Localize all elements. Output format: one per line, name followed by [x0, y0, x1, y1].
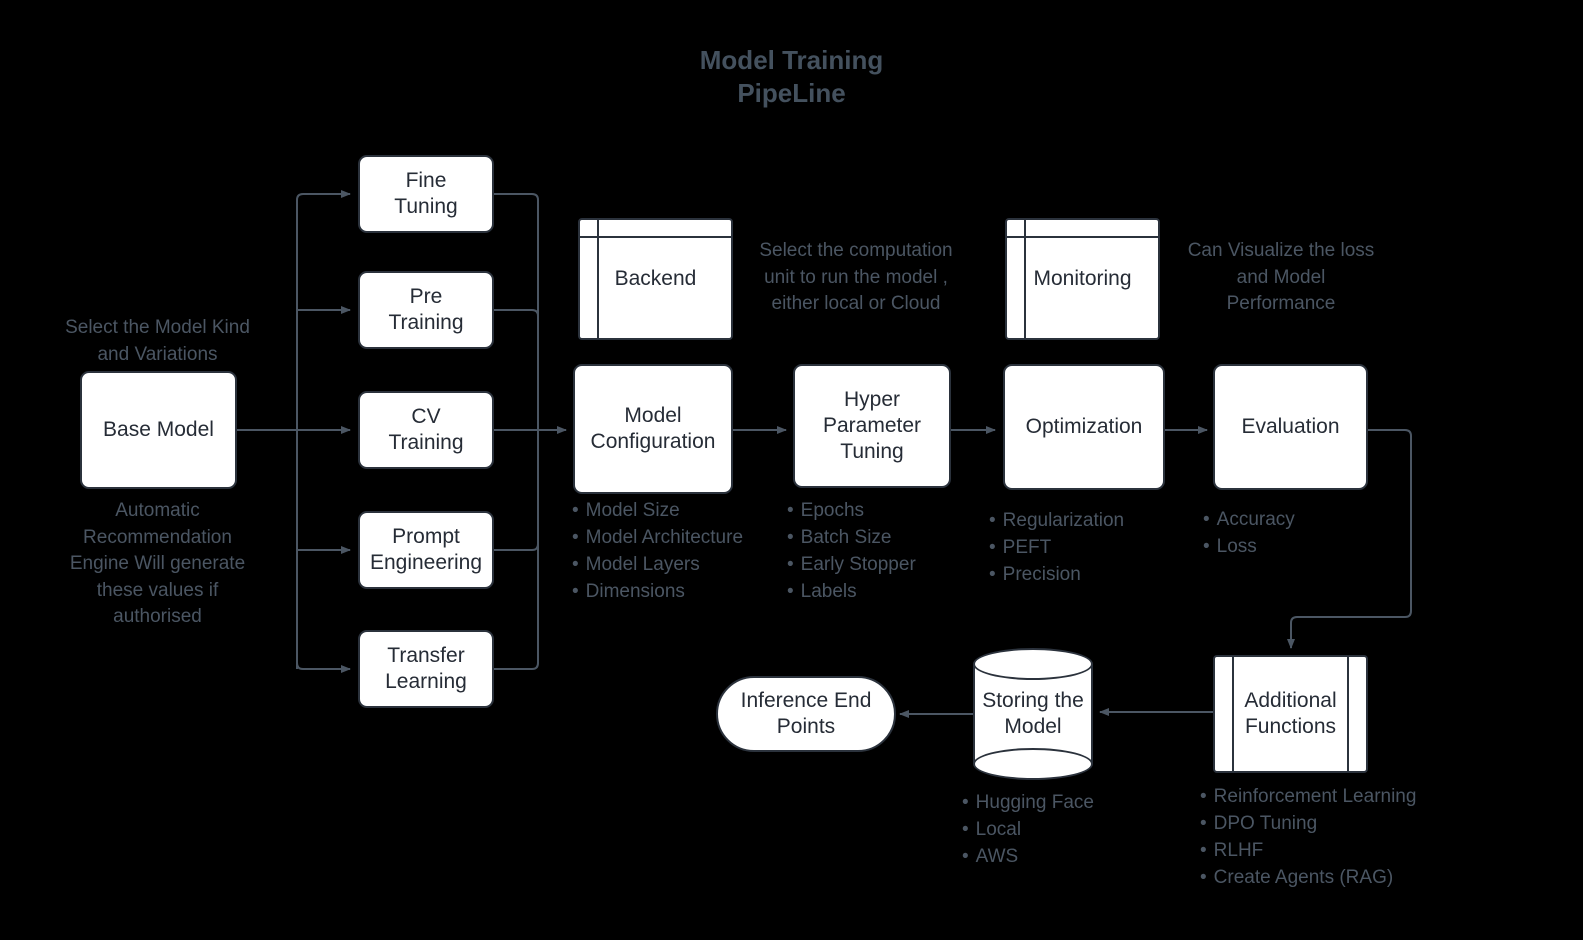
edge-prompt-engineering-merge [494, 430, 539, 551]
bullet-item: Reinforcement Learning [1200, 784, 1417, 811]
node-optimization[interactable]: Optimization [1003, 364, 1165, 490]
note-backend: Select the computation unit to run the m… [759, 240, 953, 315]
node-fine-tuning[interactable]: Fine Tuning [358, 155, 494, 233]
node-backend-label: Backend [614, 266, 697, 290]
bullet-item: Local [962, 817, 1094, 844]
node-monitoring-label: Monitoring [1033, 266, 1132, 290]
note-base-model-bottom: Automatic Recommendation Engine Will gen… [69, 500, 246, 628]
bullet-item: Loss [1203, 534, 1295, 561]
node-model-configuration[interactable]: Model Configuration [573, 364, 733, 494]
bullet-item: Model Architecture [572, 525, 743, 552]
node-pre-training[interactable]: Pre Training [358, 271, 494, 349]
edge-transfer-learning-merge [494, 430, 539, 670]
edge-pre-training-merge [494, 309, 539, 430]
bullet-item: DPO Tuning [1200, 811, 1416, 838]
bullets-additional-functions: Reinforcement Learning DPO Tuning RLHF C… [1200, 784, 1417, 892]
node-storing-the-model[interactable]: Storing the Model [973, 648, 1093, 780]
bullet-item: PEFT [989, 535, 1124, 562]
bullet-item: AWS [962, 844, 1094, 871]
bullet-item: Batch Size [787, 525, 916, 552]
bullet-item: Accuracy [1203, 507, 1295, 534]
window-top-bar [1007, 236, 1158, 238]
node-additional-functions-label: Additional Functions [1244, 688, 1337, 738]
edge-to-fine-tuning [296, 190, 351, 201]
bullets-model-configuration: Model Size Model Architecture Model Laye… [572, 498, 743, 606]
node-monitoring[interactable]: Monitoring [1005, 218, 1160, 340]
edge-fine-tuning-merge [494, 193, 539, 430]
edge-to-transfer-learning [296, 662, 351, 673]
bullet-item: Dimensions [572, 579, 743, 606]
process-right-bar [1347, 657, 1349, 771]
bullet-item: Epochs [787, 498, 916, 525]
note-monitoring: Can Visualize the loss and Model Perform… [1187, 240, 1375, 315]
bullets-storing-the-model: Hugging Face Local AWS [962, 790, 1094, 871]
node-storing-the-model-label: Storing the Model [982, 688, 1084, 738]
node-evaluation[interactable]: Evaluation [1213, 364, 1368, 490]
window-left-bar [597, 220, 599, 338]
cylinder-top-ellipse [973, 648, 1093, 680]
process-left-bar [1232, 657, 1234, 771]
node-backend[interactable]: Backend [578, 218, 733, 340]
bullet-item: Model Size [572, 498, 743, 525]
bullet-item: Labels [787, 579, 916, 606]
bullet-item: Create Agents (RAG) [1200, 865, 1416, 892]
window-top-bar [580, 236, 731, 238]
note-base-model-top: Select the Model Kind and Variations [65, 317, 250, 365]
node-prompt-engineering[interactable]: Prompt Engineering [358, 511, 494, 589]
bullets-evaluation: Accuracy Loss [1203, 507, 1295, 561]
node-hyper-parameter-tuning[interactable]: Hyper Parameter Tuning [793, 364, 951, 488]
bullet-item: Early Stopper [787, 552, 916, 579]
node-inference-end-points[interactable]: Inference End Points [716, 676, 896, 752]
window-left-bar [1024, 220, 1026, 338]
bullets-optimization: Regularization PEFT Precision [989, 508, 1124, 589]
bullet-item: Hugging Face [962, 790, 1094, 817]
node-cv-training[interactable]: CV Training [358, 391, 494, 469]
node-additional-functions[interactable]: Additional Functions [1213, 655, 1368, 773]
bullets-hyper-parameter-tuning: Epochs Batch Size Early Stopper Labels [787, 498, 916, 606]
cylinder-bottom-ellipse [973, 748, 1093, 780]
bullet-item: Precision [989, 562, 1124, 589]
bullet-item: Model Layers [572, 552, 743, 579]
node-transfer-learning[interactable]: Transfer Learning [358, 630, 494, 708]
page-title: Model Training PipeLine [699, 45, 884, 108]
bullet-item: RLHF [1200, 838, 1416, 865]
node-base-model[interactable]: Base Model [80, 371, 237, 489]
bullet-item: Regularization [989, 508, 1124, 535]
